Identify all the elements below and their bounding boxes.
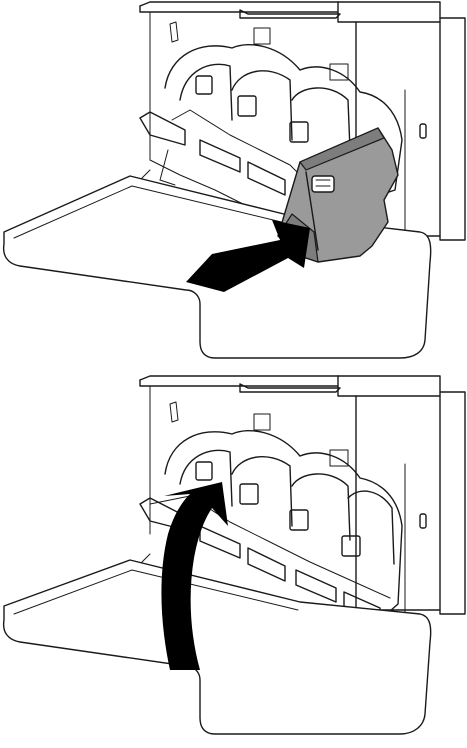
printer-open-door-insert-diagram [0, 0, 467, 374]
illustration-panel-insert [0, 0, 467, 374]
cartridge-handle-icon [290, 510, 308, 530]
lock-icon-right [330, 450, 348, 466]
cartridge-handle-icon [240, 484, 258, 504]
lock-icon-right [330, 64, 348, 80]
front-door-open [4, 560, 431, 734]
cartridge-handle-icon [196, 76, 212, 94]
spring-icon [170, 22, 178, 42]
printer-close-door-diagram [0, 374, 467, 748]
lock-icon [254, 414, 270, 430]
cartridge-handle-icon [290, 122, 308, 142]
cartridge-handle-icon [196, 462, 212, 480]
spring-icon [170, 402, 178, 422]
door-latch-icon [420, 514, 426, 528]
cartridge-handle-icon [342, 536, 360, 556]
door-latch-icon [420, 124, 426, 138]
unit-handle-icon [312, 176, 334, 192]
illustration-panel-close [0, 374, 467, 748]
lock-icon [254, 28, 270, 44]
cartridge-handle-icon [238, 96, 256, 116]
